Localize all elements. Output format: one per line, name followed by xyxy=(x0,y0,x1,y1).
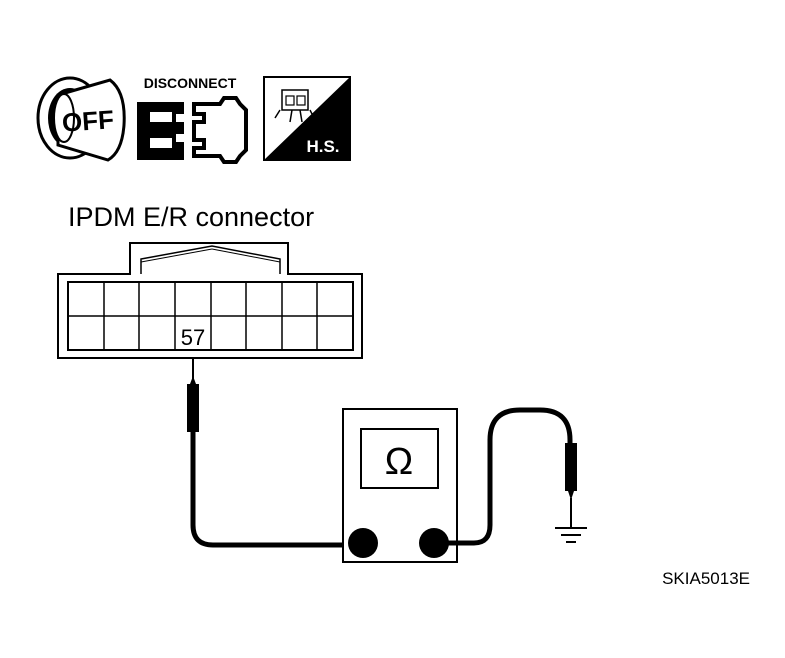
ohmmeter-icon: Ω xyxy=(342,408,458,563)
ipdm-er-connector: 57 xyxy=(57,242,363,359)
disconnect-connector-icon: DISCONNECT xyxy=(137,75,248,164)
ground-symbol-icon xyxy=(555,527,587,543)
terminal-number-label: 57 xyxy=(181,325,205,350)
figure-id: SKIA5013E xyxy=(662,569,750,588)
probe-lead-left xyxy=(187,358,362,548)
ignition-off-label: OFF xyxy=(61,104,115,138)
disconnect-label: DISCONNECT xyxy=(144,75,237,91)
terminal-grid xyxy=(68,282,353,350)
ohm-symbol: Ω xyxy=(385,441,413,483)
ignition-key-off-icon: OFF xyxy=(36,76,126,162)
harness-side-icon: H.S. xyxy=(263,76,351,161)
connector-title: IPDM E/R connector xyxy=(68,202,314,232)
meter-terminal-left xyxy=(348,528,378,558)
harness-side-label: H.S. xyxy=(306,137,339,156)
probe-lead-right xyxy=(434,407,577,546)
